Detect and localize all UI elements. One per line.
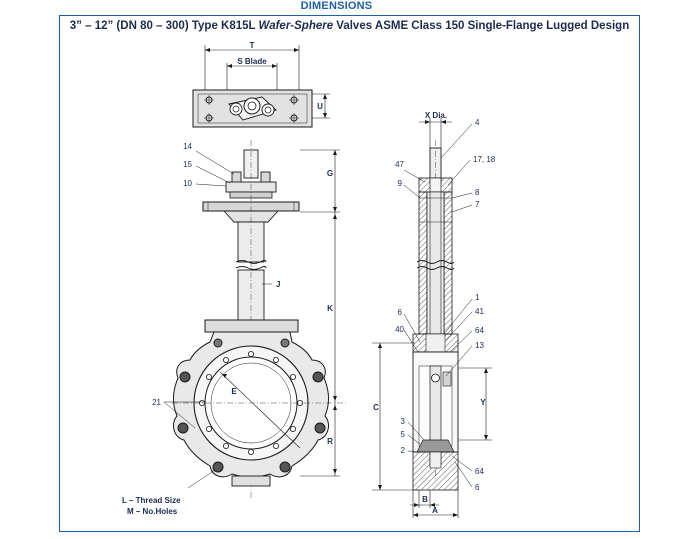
callout-14: 14 bbox=[183, 142, 192, 151]
side-section-view: X Dia. C bbox=[372, 111, 496, 518]
callout-41: 41 bbox=[475, 307, 484, 316]
callout-47: 47 bbox=[395, 160, 404, 169]
dim-C-label: C bbox=[373, 403, 379, 412]
section-header: DIMENSIONS bbox=[300, 0, 373, 12]
callout-8: 8 bbox=[475, 188, 480, 197]
callout-15: 15 bbox=[183, 160, 192, 169]
dim-G-label: G bbox=[327, 169, 333, 178]
callout-1: 1 bbox=[475, 293, 480, 302]
dim-S-label: S Blade bbox=[237, 57, 267, 66]
dim-A-label: A bbox=[432, 506, 438, 515]
callout-9: 9 bbox=[398, 179, 403, 188]
dim-X-label: X Dia. bbox=[425, 111, 447, 120]
callout-40: 40 bbox=[395, 325, 404, 334]
callout-7: 7 bbox=[475, 200, 480, 209]
callout-3: 3 bbox=[401, 417, 406, 426]
title-part-2: Valves ASME Class 150 Single-Flange Lugg… bbox=[333, 20, 630, 32]
top-view: T S Blade U bbox=[192, 41, 330, 128]
title-italic: Wafer-Sphere bbox=[258, 20, 334, 32]
dim-U-label: U bbox=[317, 102, 323, 111]
callout-5: 5 bbox=[401, 430, 406, 439]
figure-title: 3” – 12” (DN 80 – 300) Type K815L Wafer-… bbox=[60, 20, 639, 32]
callout-4: 4 bbox=[475, 118, 480, 127]
figure-frame bbox=[59, 15, 640, 532]
front-view: E 14 15 10 21 G K R bbox=[152, 140, 348, 498]
callout-6-lower: 6 bbox=[475, 483, 480, 492]
note-M-text: M – No.Holes bbox=[127, 507, 178, 516]
dim-T-label: T bbox=[250, 41, 255, 50]
svg-text:M – No.Holes: M – No.Holes bbox=[127, 507, 178, 516]
callout-64-upper: 64 bbox=[475, 326, 484, 335]
dim-R-label: R bbox=[327, 437, 333, 446]
dim-K-label: K bbox=[327, 304, 333, 313]
callout-6-upper: 6 bbox=[398, 308, 403, 317]
callout-13: 13 bbox=[475, 341, 484, 350]
callout-10: 10 bbox=[183, 179, 192, 188]
callout-21: 21 bbox=[152, 398, 161, 407]
callout-2: 2 bbox=[401, 446, 406, 455]
callout-17-18: 17, 18 bbox=[473, 155, 496, 164]
svg-text:L – Thread Size: L – Thread Size bbox=[122, 496, 181, 505]
note-L-text: L – Thread Size bbox=[122, 496, 181, 505]
callout-64-lower: 64 bbox=[475, 467, 484, 476]
dim-B-label: B bbox=[422, 495, 428, 504]
title-part-1: 3” – 12” (DN 80 – 300) Type K815L bbox=[69, 20, 259, 32]
dim-J-label: J bbox=[276, 280, 280, 289]
dim-E-label: E bbox=[231, 387, 237, 396]
dim-Y-label: Y bbox=[480, 398, 486, 407]
